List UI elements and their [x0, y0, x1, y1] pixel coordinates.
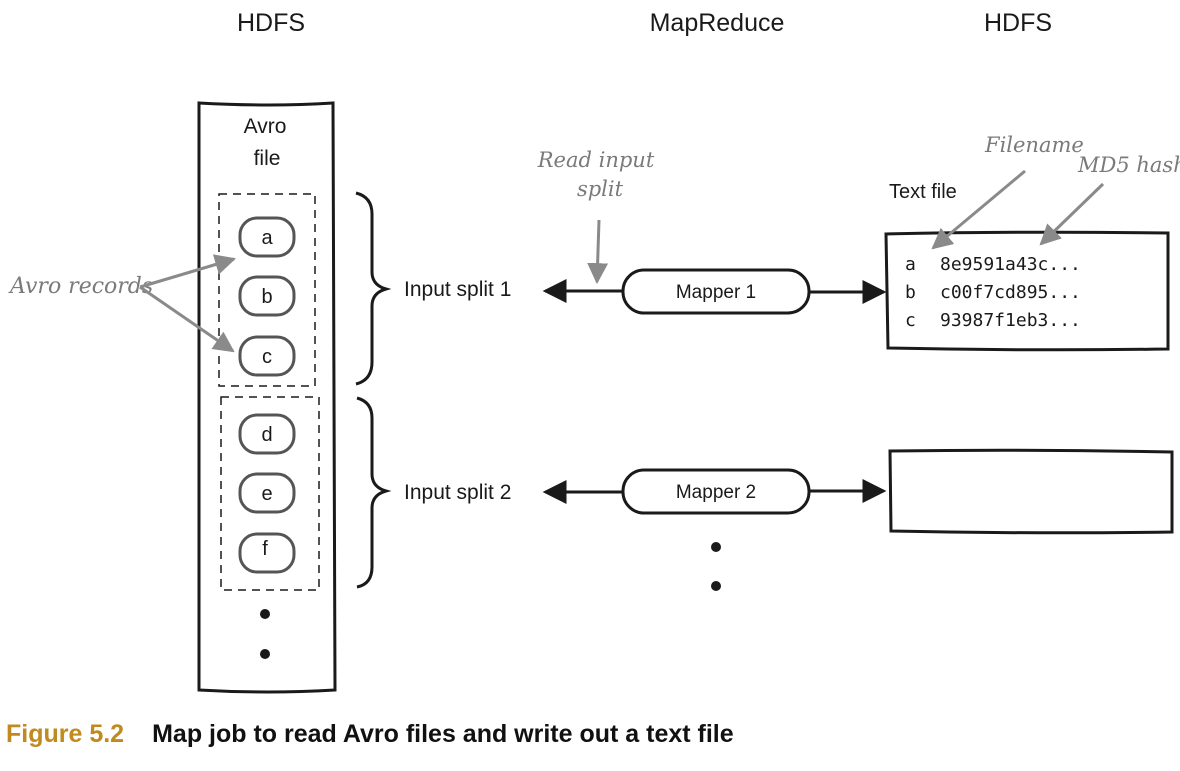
- header-hdfs-left: HDFS: [237, 9, 305, 37]
- record-label: b: [261, 286, 272, 308]
- figure-caption: Figure 5.2 Map job to read Avro files and…: [6, 720, 734, 749]
- header-mapreduce: MapReduce: [650, 9, 785, 37]
- text-file-row: a 8e9591a43c...: [905, 254, 1081, 275]
- row-hash: 8e9591a43c...: [940, 254, 1081, 275]
- more-mappers-dot: [711, 581, 721, 591]
- row-hash: 93987f1eb3...: [940, 310, 1081, 331]
- annotation-arrow: [931, 169, 1026, 250]
- filename-annotation: Filename: [984, 133, 1084, 157]
- row-hash: c00f7cd895...: [940, 282, 1081, 303]
- md5-hash-annotation: MD5 hash: [1077, 153, 1180, 177]
- brace-split-1: [355, 191, 392, 386]
- record-a: a: [238, 216, 296, 258]
- read-input-annotation-line2: split: [577, 177, 624, 201]
- record-label: c: [262, 346, 272, 368]
- annotation-arrow: [587, 219, 609, 285]
- split-group-1: [218, 193, 316, 387]
- mapper-label: Mapper 1: [676, 282, 756, 303]
- output-text-file-2: [888, 448, 1174, 535]
- input-split-2-label: Input split 2: [404, 481, 511, 504]
- annotation-arrow: [1039, 182, 1105, 246]
- text-file-row: c 93987f1eb3...: [905, 310, 1081, 331]
- avro-file-box: [197, 101, 337, 694]
- mapper-1: Mapper 1: [621, 268, 811, 315]
- figure-caption-text: Map job to read Avro files and write out…: [152, 720, 734, 748]
- output-text-file-1: [884, 230, 1170, 352]
- record-d: d: [238, 413, 296, 455]
- brace-split-2: [356, 396, 392, 589]
- mapper-2: Mapper 2: [621, 468, 811, 515]
- record-label: d: [261, 424, 272, 446]
- text-file-row: b c00f7cd895...: [905, 282, 1081, 303]
- more-mappers-dot: [711, 542, 721, 552]
- record-f: f: [238, 532, 296, 574]
- avro-file-label-line2: file: [254, 147, 281, 170]
- read-input-annotation-line1: Read input: [537, 148, 655, 172]
- row-key: c: [905, 310, 916, 331]
- record-label: f: [262, 538, 268, 560]
- record-e: e: [238, 472, 296, 514]
- row-key: a: [905, 254, 916, 275]
- row-key: b: [905, 282, 916, 303]
- avro-file-label-line1: Avro: [244, 115, 287, 138]
- record-b: b: [238, 275, 296, 317]
- mapper-label: Mapper 2: [676, 482, 756, 503]
- annotation-arrow: [139, 254, 237, 289]
- record-c: c: [238, 335, 296, 377]
- more-records-dot: [260, 649, 270, 659]
- split-group-2: [220, 396, 320, 591]
- record-label: e: [261, 483, 272, 505]
- figure-number: Figure 5.2: [6, 720, 125, 748]
- avro-records-annotation: Avro records: [8, 274, 153, 299]
- annotation-arrow: [139, 285, 235, 353]
- header-hdfs-right: HDFS: [984, 9, 1052, 37]
- record-label: a: [261, 227, 273, 249]
- text-file-label: Text file: [889, 181, 957, 203]
- input-split-1-label: Input split 1: [404, 278, 511, 301]
- more-records-dot: [260, 609, 270, 619]
